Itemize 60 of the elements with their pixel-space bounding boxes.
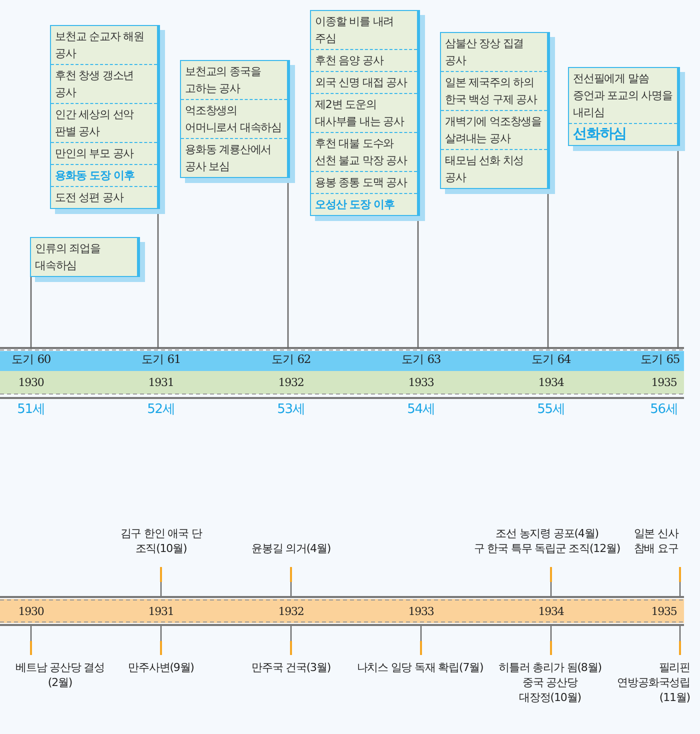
event-label: 윤봉길 의거(4월) bbox=[250, 541, 332, 556]
leader-line bbox=[30, 277, 32, 349]
year-label: 1930 bbox=[17, 375, 45, 390]
event-text: 개벽기에 억조창생을 살려내는 공사 bbox=[441, 110, 547, 149]
event-text: 인간 세상의 선악 판별 공사 bbox=[51, 103, 157, 142]
age-label: 53세 bbox=[276, 402, 306, 417]
period-label: 도기 60 bbox=[5, 349, 57, 369]
event-text: 보천교의 종국을 고하는 공사 bbox=[184, 64, 262, 97]
event-text: 도전 성편 공사 bbox=[51, 186, 157, 208]
period-label: 도기 65 bbox=[634, 349, 686, 369]
event-label: 나치스 일당 독재 확립(7월) bbox=[356, 660, 484, 675]
period-label: 도기 63 bbox=[395, 349, 447, 369]
event-label: 일본 신사 참배 요구 bbox=[632, 526, 680, 556]
event-label: 만주사변(9월) bbox=[127, 660, 195, 675]
age-label: 52세 bbox=[146, 402, 176, 417]
event-text: 억조창생의 어머니로서 대속하심 bbox=[181, 99, 287, 138]
period-label: 도기 62 bbox=[265, 349, 317, 369]
year-label: 1930 bbox=[17, 604, 45, 619]
period-label: 도기 61 bbox=[135, 349, 187, 369]
event-text: 제2변 도운의 대사부를 내는 공사 bbox=[311, 93, 417, 132]
event-text: 인류의 죄업을 대속하심 bbox=[34, 241, 102, 274]
event-text: 후천 대불 도수와 선천 불교 막장 공사 bbox=[311, 132, 417, 171]
age-label: 56세 bbox=[649, 402, 679, 417]
event-label: 만주국 건국(3월) bbox=[250, 660, 332, 675]
year-label: 1932 bbox=[277, 604, 305, 619]
event-text: 이종할 비를 내려 주심 bbox=[314, 14, 395, 47]
event-label: 조선 농지령 공포(4월) bbox=[494, 526, 600, 541]
event-label: 히틀러 총리가 됨(8월) bbox=[498, 660, 602, 675]
period-label: 도기 64 bbox=[525, 349, 577, 369]
event-text: 후천 창생 갱소년 공사 bbox=[51, 64, 157, 103]
event-text: 만인의 부모 공사 bbox=[51, 142, 157, 164]
event-text: 용화동 도장 이후 bbox=[51, 164, 157, 186]
event-text: 외국 신명 대접 공사 bbox=[311, 71, 417, 93]
event-text: 용화동 계룡산에서 공사 보심 bbox=[181, 138, 287, 177]
year-label: 1932 bbox=[277, 375, 305, 390]
event-label: 구 한국 특무 독립군 조직(12월) bbox=[472, 541, 622, 556]
year-label: 1935 bbox=[650, 604, 678, 619]
age-label: 51세 bbox=[16, 402, 46, 417]
event-text: 보천교 순교자 해원 공사 bbox=[54, 29, 145, 62]
event-label: 김구 한인 애국 단 조직(10월) bbox=[120, 526, 202, 556]
event-text: 태모님 선화 치성 공사 bbox=[441, 149, 547, 188]
event-text: 선화하심 bbox=[569, 123, 677, 145]
year-label: 1931 bbox=[147, 375, 175, 390]
event-text: 삼불산 장상 집결 공사 bbox=[444, 36, 525, 69]
event-text: 전선필에게 말씀 증언과 포교의 사명을 내리심 bbox=[572, 71, 674, 121]
event-text: 후천 음양 공사 bbox=[311, 49, 417, 71]
year-label: 1931 bbox=[147, 604, 175, 619]
event-label: 베트남 공산당 결성(2월) bbox=[14, 660, 106, 690]
event-text: 용봉 종통 도맥 공사 bbox=[311, 171, 417, 193]
event-label: 중국 공산당 대장정(10월) bbox=[518, 675, 582, 705]
year-label: 1934 bbox=[537, 375, 565, 390]
year-label: 1933 bbox=[407, 375, 435, 390]
year-label: 1934 bbox=[537, 604, 565, 619]
event-label: 필리핀 연방공화국성립 (11월) bbox=[616, 660, 690, 705]
age-label: 55세 bbox=[536, 402, 566, 417]
event-text: 오성산 도장 이후 bbox=[311, 193, 417, 215]
year-label: 1933 bbox=[407, 604, 435, 619]
event-text: 일본 제국주의 하의 한국 백성 구제 공사 bbox=[441, 71, 547, 110]
year-label: 1935 bbox=[650, 375, 678, 390]
age-label: 54세 bbox=[406, 402, 436, 417]
